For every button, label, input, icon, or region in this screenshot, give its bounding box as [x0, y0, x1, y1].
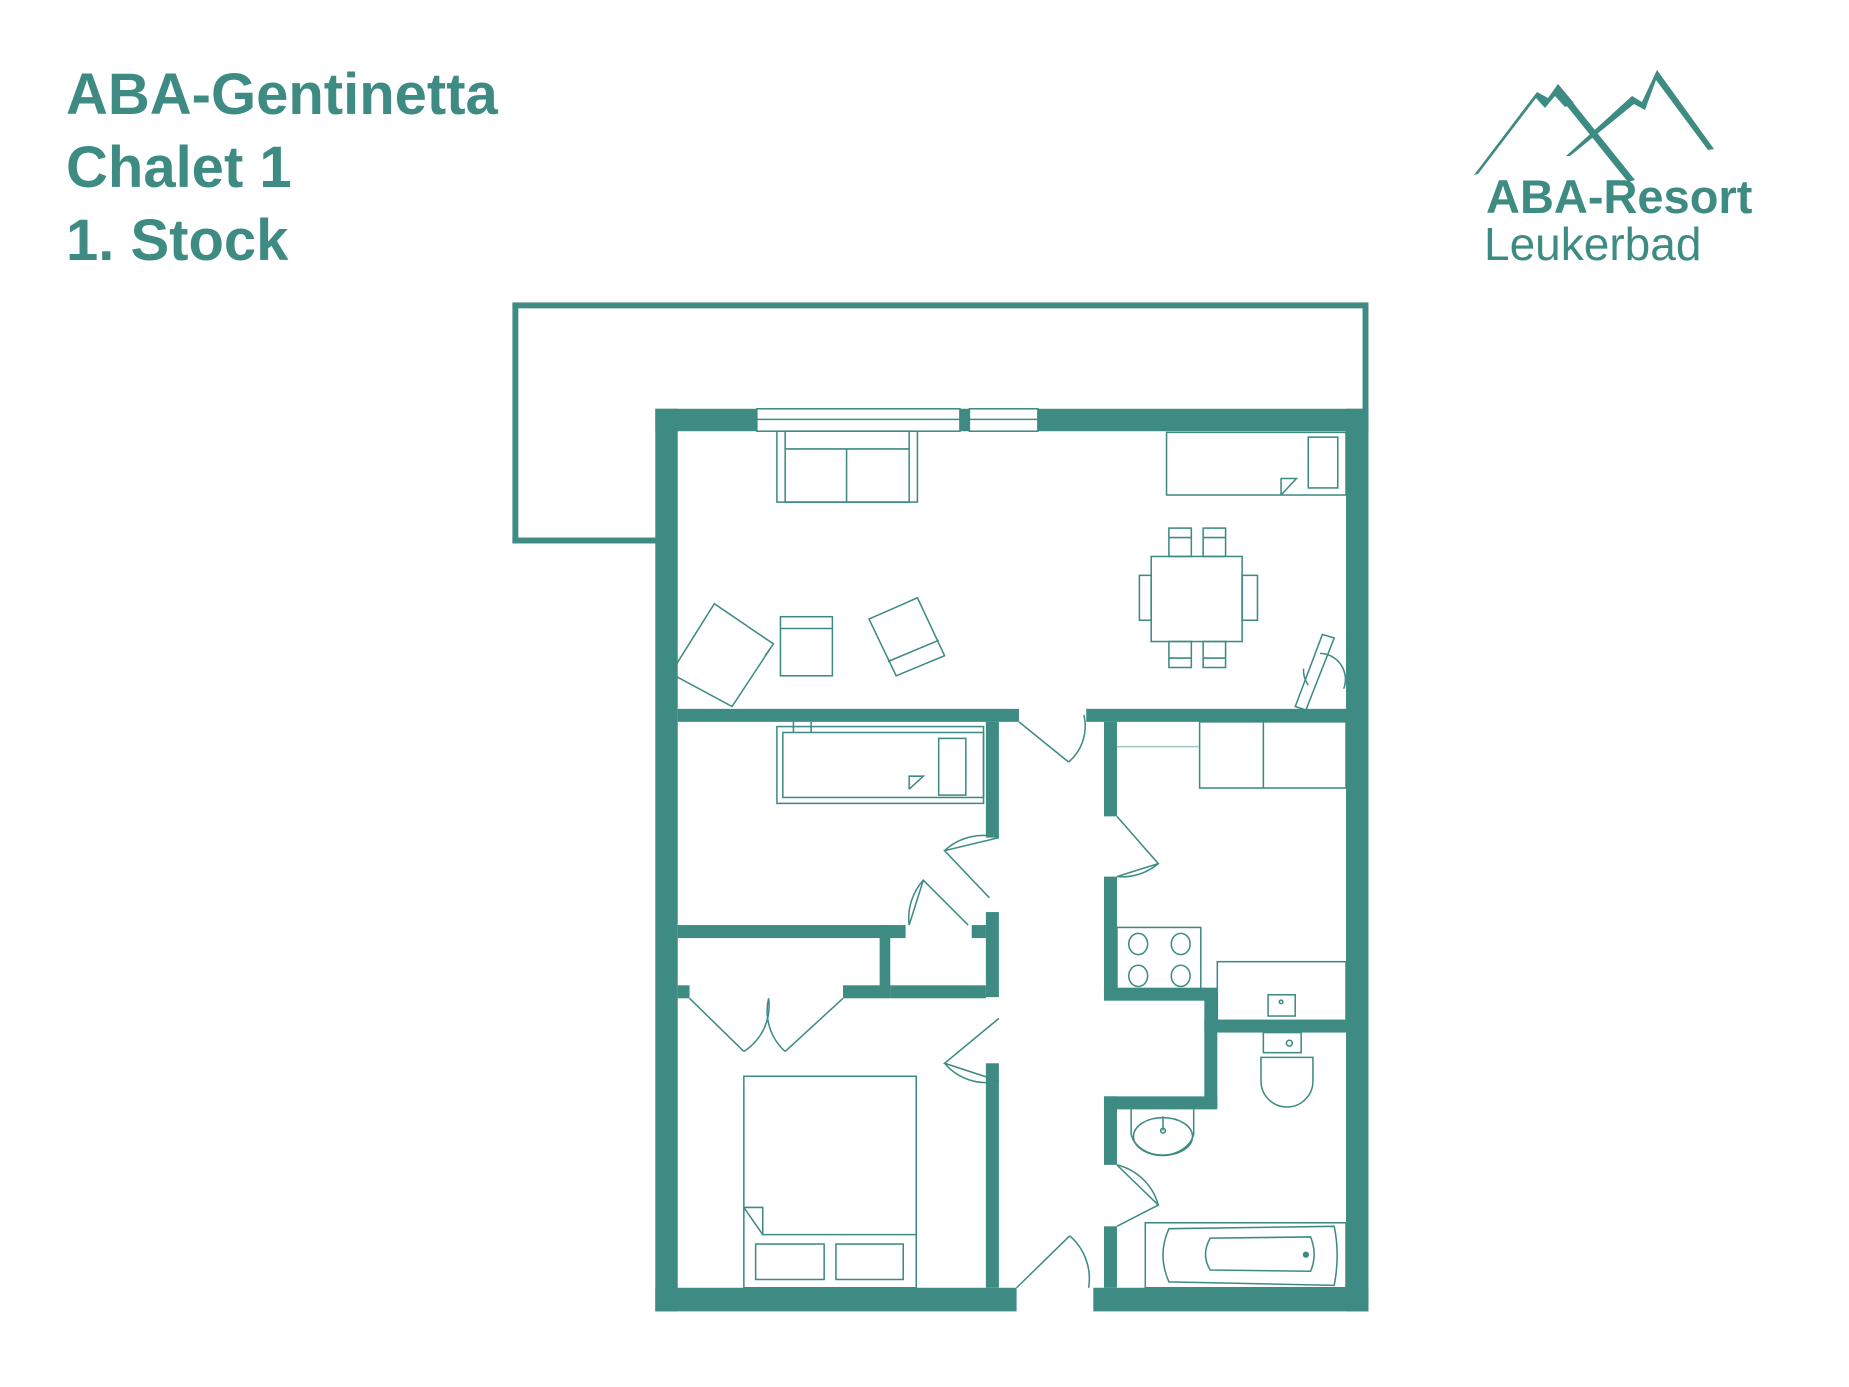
title-chalet: Chalet 1	[66, 135, 292, 200]
logo-name: ABA-Resort	[1486, 170, 1753, 223]
armchair-left	[669, 602, 775, 708]
title-floor: 1. Stock	[66, 208, 289, 273]
title-building: ABA-Gentinetta	[66, 62, 498, 127]
single-bed	[776, 721, 985, 805]
logo-place: Leukerbad	[1484, 218, 1702, 270]
washbasin	[1130, 1109, 1195, 1157]
mountains-icon	[1474, 70, 1714, 182]
exterior-walls	[655, 408, 1369, 1312]
doors	[689, 714, 1160, 1289]
dining-table	[1138, 527, 1259, 669]
stove	[1116, 926, 1202, 990]
side-table	[779, 615, 834, 677]
balcony	[512, 302, 1369, 544]
kitchen-sink	[1216, 960, 1347, 1022]
armchair-right	[867, 596, 946, 677]
double-bed	[743, 1075, 918, 1289]
page-title: ABA-Gentinetta Chalet 1 1. Stock	[66, 58, 498, 277]
desk-chair	[1294, 633, 1347, 711]
interior-walls	[677, 708, 1347, 1288]
windows	[756, 408, 1039, 432]
tv-cabinet	[1165, 431, 1347, 496]
sofa	[776, 430, 919, 503]
kitchen-cabinets	[1116, 721, 1347, 789]
bathtub	[1144, 1222, 1347, 1289]
toilet	[1260, 1031, 1314, 1108]
